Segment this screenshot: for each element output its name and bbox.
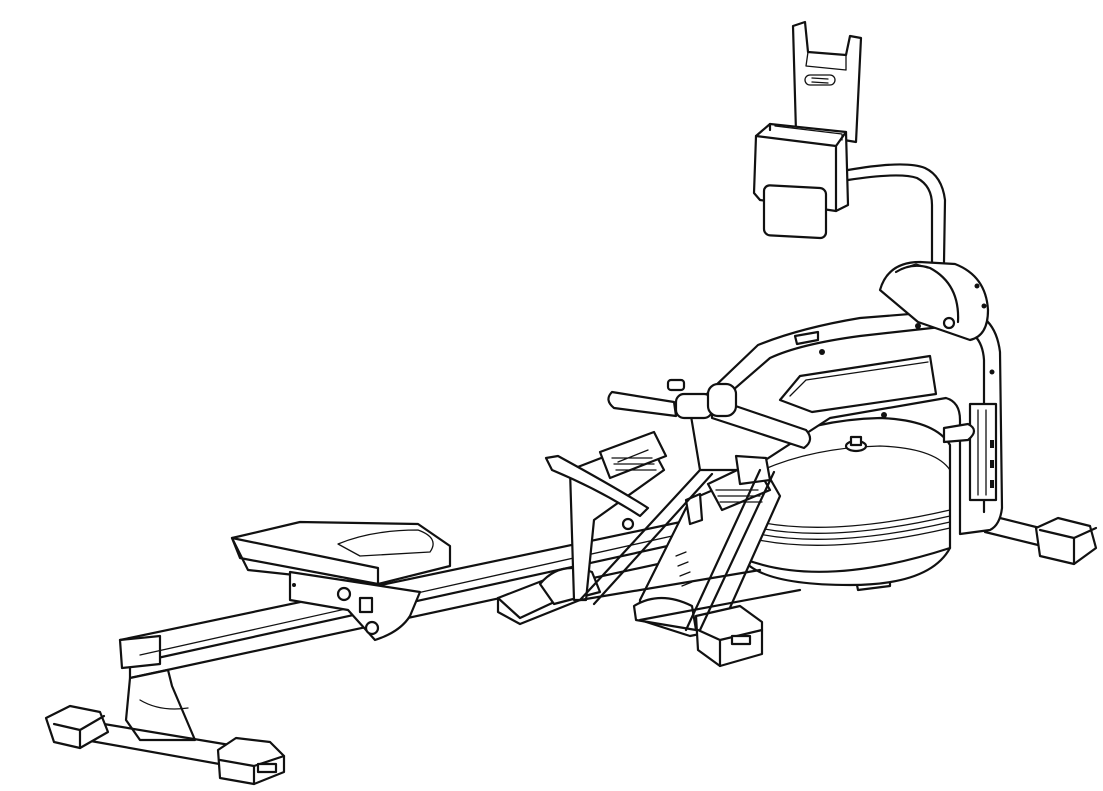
foot-plates <box>496 430 782 638</box>
console-arm <box>846 163 947 264</box>
front-stabilizer <box>44 668 286 786</box>
console-display <box>752 122 850 240</box>
tablet-holder <box>791 20 863 144</box>
main-frame <box>688 308 1004 536</box>
flywheel-housing <box>878 260 990 342</box>
water-tank <box>740 416 952 587</box>
seat <box>230 520 452 642</box>
handle-bar <box>607 378 976 450</box>
frame-struts <box>578 468 802 632</box>
front-feet-center <box>694 604 764 668</box>
